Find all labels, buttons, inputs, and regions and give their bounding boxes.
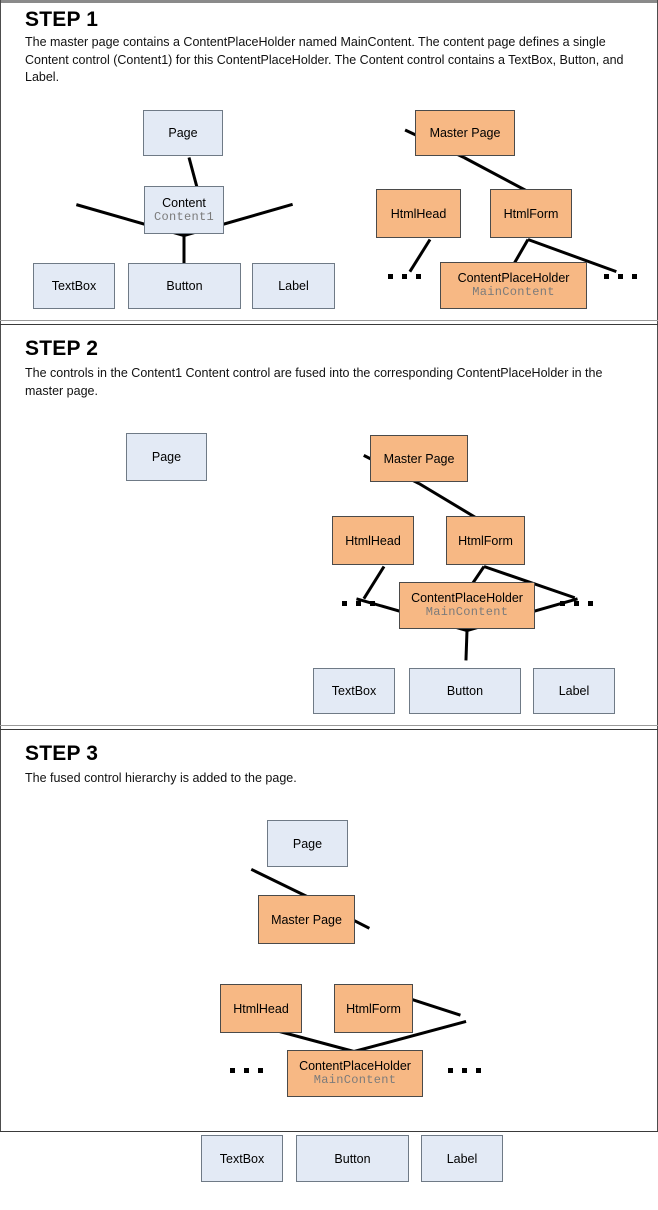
- node-label: Label: [278, 279, 309, 293]
- node-page[interactable]: Page: [267, 820, 348, 867]
- step2-title: STEP 2: [25, 337, 99, 360]
- node-label: Label: [558, 684, 590, 698]
- node-sublabel: Content1: [153, 209, 214, 224]
- node-label: Master Page: [383, 451, 455, 466]
- ellipsis-right-icon: [560, 601, 593, 606]
- edge-masterpage-htmlform: [463, 156, 529, 193]
- step1-description: The master page contains a ContentPlaceH…: [25, 35, 624, 84]
- node-label[interactable]: Label: [252, 263, 335, 309]
- node-label: ContentPlaceHolder: [411, 591, 523, 606]
- node-page[interactable]: Page: [126, 433, 207, 481]
- section-step2: STEP 2 The controls in the Content1 Cont…: [0, 325, 658, 727]
- bottom-border: [0, 1131, 658, 1132]
- section-divider-2-light: [0, 725, 658, 726]
- edge-htmlhead-ellipsis: [362, 565, 386, 600]
- node-label: TextBox: [331, 684, 377, 698]
- node-htmlform[interactable]: HtmlForm: [490, 189, 572, 238]
- node-htmlform[interactable]: HtmlForm: [334, 984, 413, 1033]
- node-page[interactable]: Page: [143, 110, 223, 156]
- node-label[interactable]: Label: [421, 1135, 503, 1182]
- node-label: Master Page: [271, 912, 342, 927]
- node-sublabel: MainContent: [313, 1073, 397, 1088]
- node-contentplaceholder[interactable]: ContentPlaceHolder MainContent: [399, 582, 535, 629]
- step1-title: STEP 1: [25, 8, 99, 31]
- node-label: TextBox: [51, 279, 97, 293]
- node-label: HtmlForm: [458, 533, 513, 548]
- node-label: Master Page: [429, 126, 501, 140]
- node-label: Button: [334, 1151, 371, 1166]
- step2-description: The controls in the Content1 Content con…: [25, 366, 603, 398]
- node-contentplaceholder[interactable]: ContentPlaceHolder MainContent: [440, 262, 587, 309]
- edge-contentplaceholder-button: [464, 630, 469, 661]
- ellipsis-right-icon: [604, 274, 637, 279]
- node-label: TextBox: [219, 1151, 265, 1166]
- node-button[interactable]: Button: [296, 1135, 409, 1182]
- edge-htmlhead-ellipsis: [408, 238, 432, 273]
- node-button[interactable]: Button: [409, 668, 521, 714]
- node-label: ContentPlaceHolder: [299, 1059, 411, 1074]
- node-label: HtmlForm: [346, 1001, 401, 1016]
- frame-left-border: [0, 0, 1, 1132]
- node-label: HtmlForm: [503, 206, 559, 221]
- node-master-page[interactable]: Master Page: [415, 110, 515, 156]
- ellipsis-left-icon: [342, 601, 375, 606]
- ellipsis-left-icon: [388, 274, 421, 279]
- edge-content-button: [182, 235, 186, 266]
- node-htmlhead[interactable]: HtmlHead: [332, 516, 414, 565]
- node-label: ContentPlaceHolder: [457, 271, 570, 286]
- node-label: Button: [446, 684, 484, 698]
- node-button[interactable]: Button: [128, 263, 241, 309]
- node-label: Content: [162, 195, 206, 210]
- section-step1: STEP 1 The master page contains a Conten…: [0, 0, 658, 322]
- node-master-page[interactable]: Master Page: [370, 435, 468, 482]
- edge-masterpage-htmlhead: [250, 867, 308, 898]
- node-label: HtmlHead: [345, 533, 401, 548]
- section-step3: STEP 3 The fused control hierarchy is ad…: [0, 730, 658, 1182]
- section-divider-1: [0, 324, 658, 325]
- node-textbox[interactable]: TextBox: [33, 263, 115, 309]
- node-htmlform[interactable]: HtmlForm: [446, 516, 525, 565]
- node-textbox[interactable]: TextBox: [313, 668, 395, 714]
- node-label: Page: [151, 450, 182, 464]
- ellipsis-left-icon: [230, 1068, 263, 1073]
- node-label[interactable]: Label: [533, 668, 615, 714]
- node-label: Page: [168, 126, 198, 140]
- node-label: HtmlHead: [233, 1001, 289, 1016]
- node-label: Button: [166, 279, 203, 293]
- node-htmlhead[interactable]: HtmlHead: [376, 189, 461, 238]
- section-divider-2: [0, 729, 658, 730]
- step3-description: The fused control hierarchy is added to …: [25, 771, 297, 785]
- section-divider-1-light: [0, 320, 658, 321]
- node-label: HtmlHead: [390, 206, 447, 221]
- node-sublabel: MainContent: [425, 605, 509, 620]
- ellipsis-right-icon: [448, 1068, 481, 1073]
- node-content[interactable]: Content Content1: [144, 186, 224, 234]
- node-label: Label: [446, 1151, 478, 1166]
- node-sublabel: MainContent: [472, 285, 555, 300]
- node-label: Page: [292, 836, 323, 851]
- node-contentplaceholder[interactable]: ContentPlaceHolder MainContent: [287, 1050, 423, 1097]
- node-htmlhead[interactable]: HtmlHead: [220, 984, 302, 1033]
- step3-title: STEP 3: [25, 742, 99, 765]
- edge-page-content: [187, 157, 199, 190]
- node-master-page[interactable]: Master Page: [258, 895, 355, 944]
- node-textbox[interactable]: TextBox: [201, 1135, 283, 1182]
- frame-top-border: [0, 0, 658, 3]
